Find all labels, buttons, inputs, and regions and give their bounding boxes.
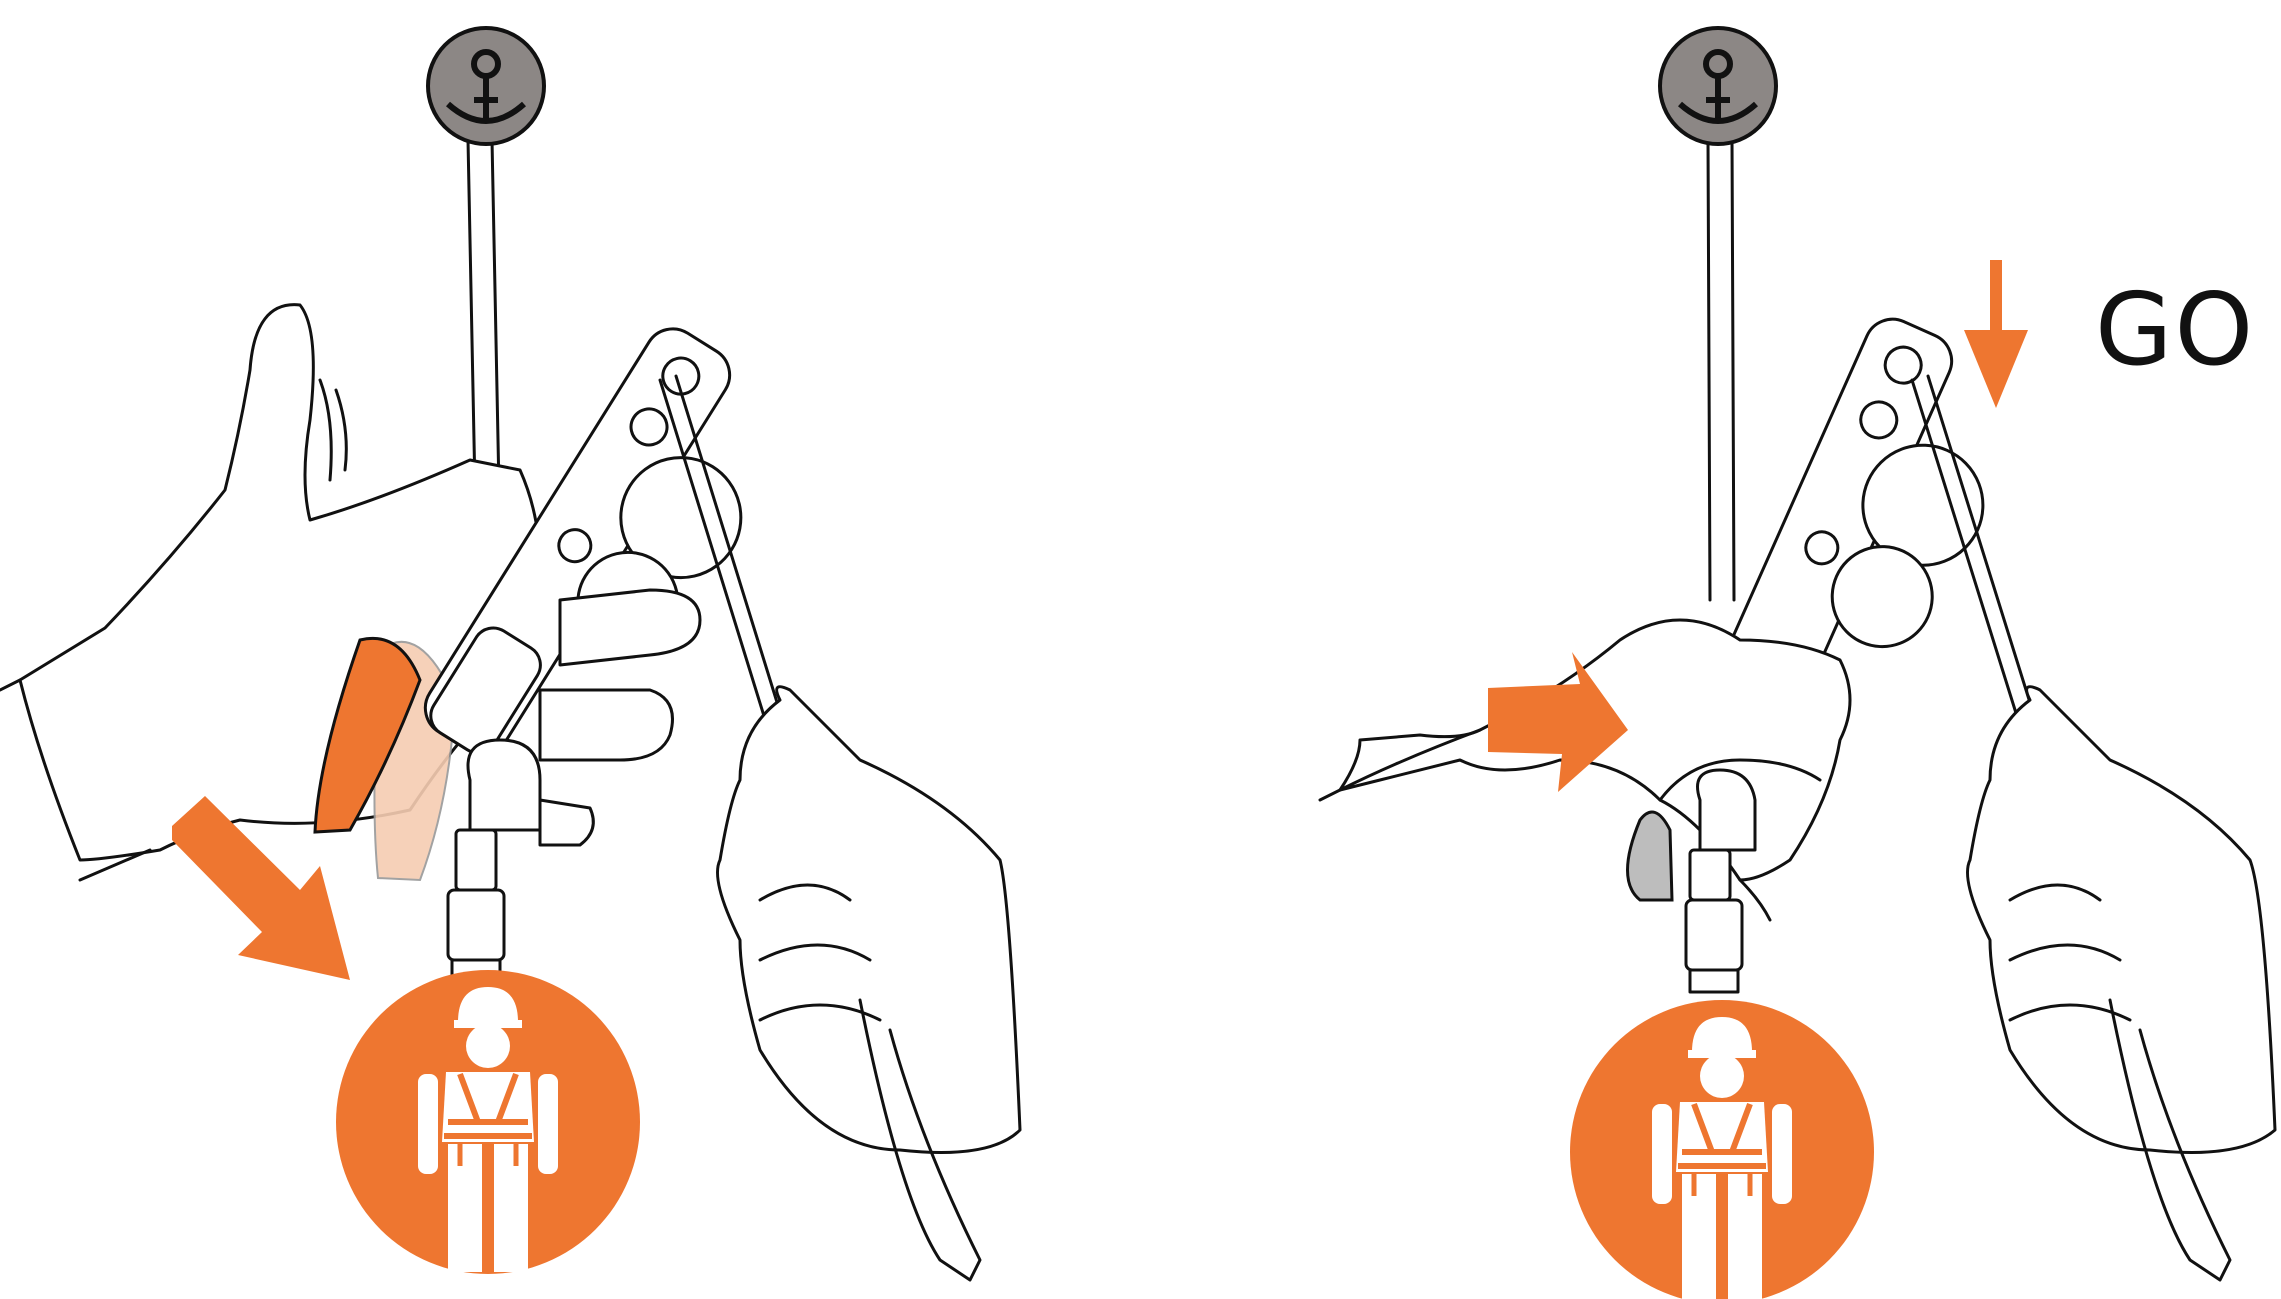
worker-harness-icon [336,970,640,1274]
arrow-down-right-icon [172,796,350,980]
finger-highlight [313,636,422,834]
right-panel [1318,28,2277,1299]
operating-hand [18,303,542,862]
brake-hand [1966,685,2277,1154]
arrow-down-icon [1964,260,2028,408]
lever [1626,810,1674,902]
worker-harness-icon [1570,1000,1874,1299]
anchor-icon [428,28,544,144]
brake-hand [716,685,1022,1154]
arrow-right-icon [1488,652,1628,792]
go-label: GO ! [2095,271,2281,388]
anchor-icon [1660,28,1776,144]
left-panel [0,28,1022,1282]
